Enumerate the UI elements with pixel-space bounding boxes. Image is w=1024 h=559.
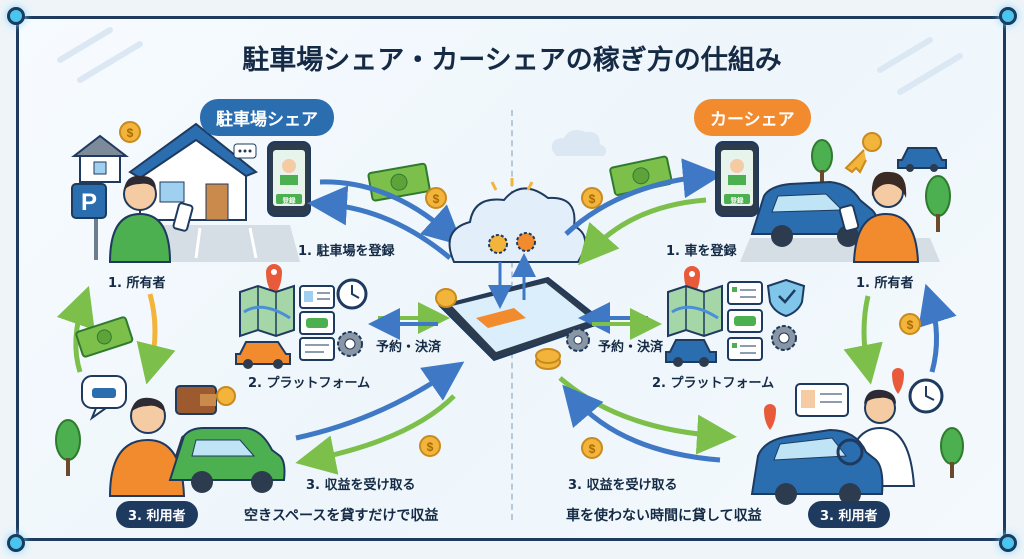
car-card-icon — [727, 309, 763, 333]
label-payment-left: 予約・決済 — [376, 340, 442, 355]
smartphone-platform-icon — [438, 276, 607, 362]
sky-cloud-icon — [551, 130, 607, 156]
coin-stack-icon — [435, 288, 561, 370]
label-receive-revenue-right: 3. 収益を受け取る — [568, 478, 678, 493]
decor-streaks — [57, 27, 963, 95]
map-pin-icon — [764, 368, 904, 430]
tree-icon — [55, 419, 81, 476]
arrow-platform-to-owner-left — [307, 185, 452, 260]
sync-arrows — [488, 253, 536, 309]
label-owner-right: 1. 所有者 — [856, 276, 914, 291]
id-card-icon — [299, 285, 335, 309]
summary-left: 空きスペースを貸すだけで収益 — [244, 508, 439, 524]
parking-sign-letter: P — [81, 189, 97, 216]
coin-icon — [216, 386, 236, 406]
section-header-car-share: カーシェア — [694, 99, 811, 136]
corner-dot-top-right — [999, 7, 1017, 25]
svg-text:$: $ — [433, 192, 440, 206]
corner-dot-bottom-left — [7, 534, 25, 552]
arrow-cycle-up-right — [918, 283, 957, 373]
gear-icon — [566, 328, 590, 352]
corner-dot-top-left — [7, 7, 25, 25]
owner-person-right — [838, 171, 920, 263]
orange-car-icon — [235, 341, 291, 369]
label-payment-right: 予約・決済 — [598, 340, 664, 355]
svg-text:$: $ — [907, 318, 914, 332]
driving-car-icon — [750, 428, 884, 505]
label-register-car: 1. 車を登録 — [666, 244, 737, 259]
coin-icon: $ — [425, 187, 447, 209]
gear-icon — [488, 232, 536, 254]
cloud-icon — [448, 187, 586, 263]
coin-icon: $ — [899, 313, 921, 335]
coin-icon: $ — [419, 435, 441, 457]
badge-user-left: 3. 利用者 — [116, 501, 198, 528]
svg-text:$: $ — [589, 442, 596, 456]
svg-text:$: $ — [589, 192, 596, 206]
label-platform-right: 2. プラットフォーム — [652, 376, 775, 391]
svg-text:$: $ — [127, 126, 134, 140]
money-bill-icon — [367, 162, 431, 202]
phone-register-icon-left — [267, 141, 311, 217]
map-icon — [239, 284, 295, 338]
small-house-icon — [71, 134, 129, 183]
summary-right: 車を使わない時間に貸して収益 — [566, 508, 762, 524]
arrow-register-to-platform-left — [319, 179, 464, 247]
arrow-cycle-down-left — [136, 293, 176, 385]
section-header-parking-share: 駐車場シェア — [200, 99, 334, 136]
badge-user-right: 3. 利用者 — [808, 501, 890, 528]
tree-icon — [940, 427, 964, 478]
key-icon — [844, 132, 882, 174]
arrow-platform-to-user-left — [295, 361, 465, 441]
list-card-icon — [299, 337, 335, 361]
map-icon — [667, 284, 723, 338]
id-card-icon — [795, 383, 849, 417]
arrow-register-to-platform-right — [578, 197, 707, 266]
map-pin-icon — [266, 264, 282, 296]
corner-dot-bottom-right — [999, 534, 1017, 552]
car-speech-bubble-icon — [81, 375, 127, 421]
label-owner-left: 1. 所有者 — [108, 276, 166, 291]
page-title: 駐車場シェア・カーシェアの稼ぎ方の仕組み — [242, 45, 782, 76]
arrow-cycle-up-left — [56, 285, 95, 373]
coin-icon: $ — [581, 437, 603, 459]
coin-icon: $ — [119, 121, 141, 143]
spark-lines — [490, 178, 534, 191]
svg-text:$: $ — [427, 440, 434, 454]
parking-lot-lines — [194, 227, 258, 259]
checklist-icon — [727, 337, 763, 361]
small-blue-car-icon — [897, 147, 947, 172]
label-receive-revenue-left: 3. 収益を受け取る — [306, 478, 416, 493]
gear-icon — [771, 325, 797, 351]
small-blue-car-icon — [665, 339, 717, 367]
tree-icon — [811, 139, 951, 232]
coin-icon: $ — [581, 187, 603, 209]
shield-icon — [766, 278, 806, 318]
label-platform-left: 2. プラットフォーム — [248, 376, 371, 391]
green-car-icon — [168, 427, 286, 493]
checklist-icon — [727, 281, 763, 305]
label-register-parking: 1. 駐車場を登録 — [298, 244, 395, 259]
car-card-icon — [299, 311, 335, 335]
chat-bubble-icon-left — [233, 143, 257, 159]
house-icon — [128, 122, 258, 221]
parking-sign-icon — [71, 180, 107, 260]
arrow-revenue-left — [295, 394, 456, 475]
clock-icon — [908, 378, 944, 414]
phone-register-button-left: 登録 — [282, 196, 297, 205]
arrow-cycle-down-right — [843, 295, 883, 385]
owner-person-left — [108, 175, 194, 263]
money-bill-icon — [75, 316, 134, 358]
wallet-icon — [175, 385, 217, 415]
phone-register-button-right: 登録 — [730, 196, 745, 205]
clock-icon — [336, 278, 368, 310]
arrow-user-to-platform-right — [562, 384, 721, 463]
gear-icon — [337, 331, 363, 357]
phone-register-icon-right — [715, 141, 759, 217]
